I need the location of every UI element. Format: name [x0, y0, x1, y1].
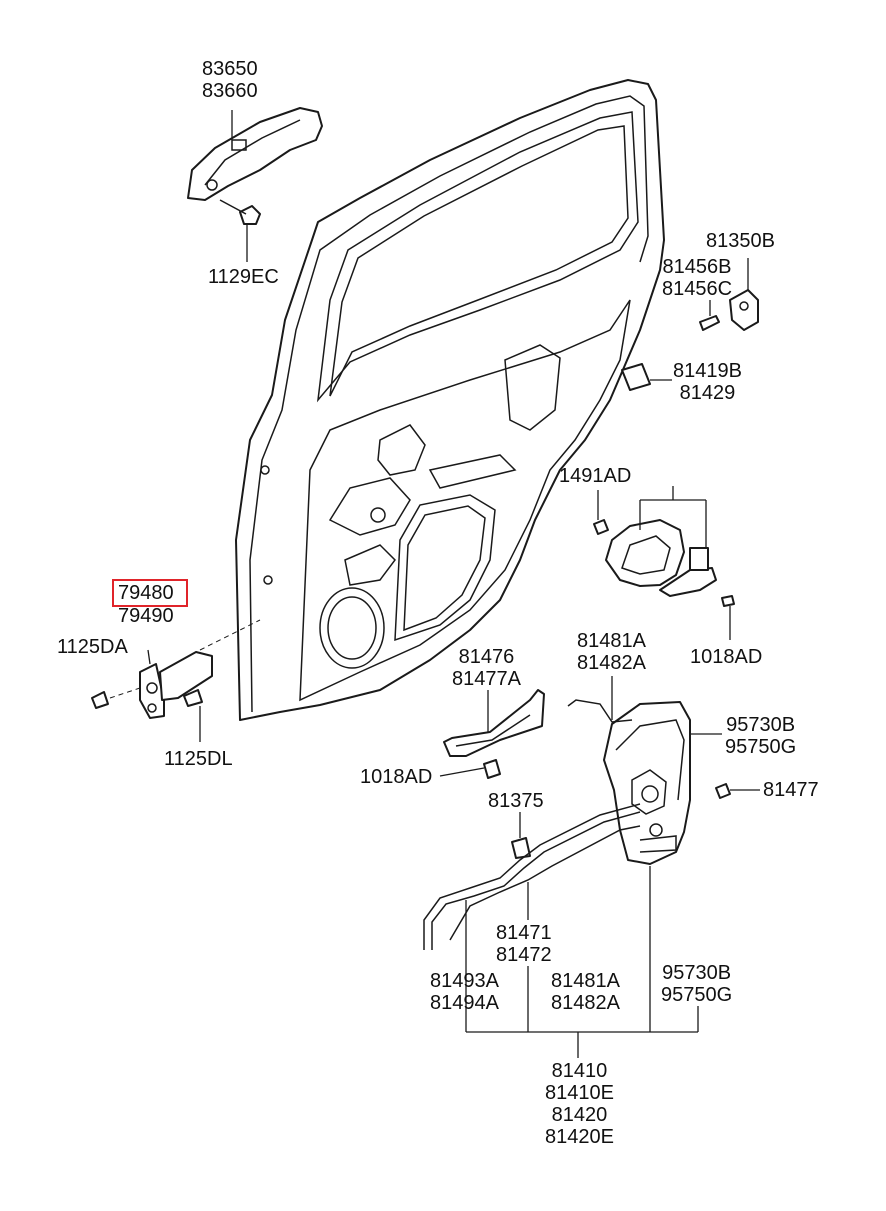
label-actuator-bottom: 95730B 95750G	[661, 962, 732, 1006]
part-number: 83650	[202, 58, 258, 80]
part-number: 81456C	[662, 278, 733, 300]
part-number: 1018AD	[690, 646, 763, 668]
bracket	[439, 689, 545, 779]
part-number: 81375	[488, 790, 544, 812]
part-number: 83660	[202, 80, 258, 102]
part-number: 1018AD	[360, 766, 433, 788]
door-panel	[235, 79, 665, 721]
label-bolt-bracket: 1018AD	[360, 766, 432, 788]
leader-tree	[465, 866, 699, 1058]
label-striker-bolts: 81456B 81456C	[662, 256, 732, 300]
part-number: 81482A	[551, 992, 620, 1014]
part-number: 81477	[763, 779, 819, 801]
part-number: 81476	[458, 646, 515, 668]
part-number-selected[interactable]: 79480	[118, 582, 174, 604]
cables	[423, 803, 641, 950]
part-number: 81420E	[545, 1126, 614, 1148]
part-number: 81419B	[673, 360, 742, 382]
label-clip-small: 81375	[488, 790, 544, 812]
part-number: 81482A	[577, 652, 646, 674]
label-check-link: 79480 79490	[118, 582, 174, 627]
part-number: 95730B	[726, 714, 796, 736]
label-actuator-top: 95730B 95750G	[725, 714, 796, 758]
check-link	[91, 619, 261, 742]
part-number: 81494A	[430, 992, 499, 1014]
label-rod-bottom: 81481A 81482A	[551, 970, 620, 1014]
label-screw-latch: 81477	[763, 779, 819, 801]
part-number: 1125DL	[164, 748, 233, 770]
outside-handle	[187, 107, 323, 262]
part-number: 81410	[551, 1060, 608, 1082]
part-number: 95750G	[725, 736, 797, 758]
part-number: 81350B	[706, 230, 775, 252]
highlight-box	[112, 579, 188, 607]
part-number: 79490	[118, 605, 174, 627]
label-cable-left: 81493A 81494A	[430, 970, 499, 1014]
part-number: 81471	[496, 922, 552, 944]
label-bolt-check-2: 1125DL	[164, 748, 233, 770]
label-cable-upper: 81471 81472	[496, 922, 552, 966]
latch-actuator	[567, 676, 760, 865]
label-rod-top: 81481A 81482A	[577, 630, 646, 674]
part-number: 81477A	[452, 668, 521, 690]
part-number: 1125DA	[57, 636, 128, 658]
part-number: 81481A	[577, 630, 646, 652]
label-pad: 81419B 81429	[673, 360, 742, 404]
label-assembly: 81410 81410E 81420 81420E	[545, 1060, 614, 1148]
part-number: 81429	[679, 382, 736, 404]
part-number: 81481A	[551, 970, 620, 992]
label-striker: 81350B	[706, 230, 775, 252]
label-outside-handle: 83650 83660	[202, 58, 258, 102]
striker	[699, 258, 759, 331]
label-screw-inner: 1018AD	[690, 646, 762, 668]
part-number: 81456B	[662, 256, 732, 278]
inside-handle	[593, 486, 735, 640]
label-bolt-check-1: 1125DA	[57, 636, 128, 658]
part-number: 1491AD	[559, 465, 632, 487]
part-number: 81410E	[545, 1082, 614, 1104]
pad	[621, 363, 672, 391]
label-bracket: 81476 81477A	[452, 646, 521, 690]
label-clip-top: 1491AD	[559, 465, 631, 487]
part-number: 81420	[551, 1104, 608, 1126]
clip	[511, 812, 531, 859]
label-bolt-handle: 1129EC	[208, 266, 279, 288]
part-number: 95750G	[661, 984, 733, 1006]
part-number: 1129EC	[208, 266, 279, 288]
part-number: 95730B	[662, 962, 732, 984]
part-number: 81493A	[430, 970, 499, 992]
part-number: 81472	[496, 944, 552, 966]
